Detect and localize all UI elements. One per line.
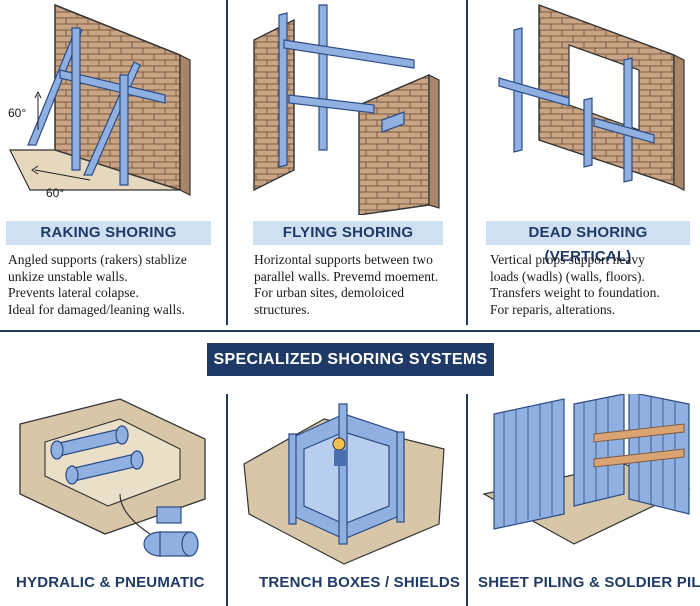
description-line: parallel walls. Prevemd moement. [254, 268, 439, 284]
description-line: loads (wadls) (walls, floors). [490, 268, 645, 284]
angle-label-bottom: 60° [46, 186, 65, 200]
description-line: Horizontal supports between two [254, 252, 433, 267]
divider-bottom-1 [226, 394, 228, 606]
angle-label-top: 60° [8, 106, 27, 120]
description-line: For urban sites, demoloiced [254, 285, 404, 300]
raking-shoring-description: Angled supports (rakers) stablize unkize… [8, 252, 187, 318]
flying-shoring-illustration [253, 4, 440, 215]
hydraulic-pneumatic-illustration [19, 398, 206, 557]
dead-shoring-illustration [498, 3, 685, 191]
description-line: structures. [254, 301, 310, 317]
description-line: unkize unstable walls. [8, 268, 128, 284]
raking-shoring-title: RAKING SHORING [6, 221, 211, 245]
description-line: Transfers weight to foundation. [490, 285, 660, 300]
dead-shoring-description: Vertical props support heavy loads (wadl… [490, 252, 660, 318]
specialized-systems-banner: SPECIALIZED SHORING SYSTEMS [207, 343, 494, 376]
sheet-piling-title: SHEET PILING & SOLDIER PILES [478, 574, 700, 591]
trench-boxes-title: TRENCH BOXES / SHIELDS [259, 574, 461, 591]
trench-box-illustration [243, 403, 445, 565]
raking-shoring-illustration [9, 3, 191, 196]
flying-shoring-description: Horizontal supports between two parallel… [254, 252, 438, 318]
description-line: Ideal for damaged/leaning walls. [8, 301, 185, 317]
dead-shoring-title: DEAD SHORING (VERTICAL) [486, 221, 690, 265]
hydraulic-pneumatic-title: HYDRALIC & PNEUMATIC [16, 574, 205, 591]
divider-bottom-2 [466, 394, 468, 606]
flying-shoring-title: FLYING SHORING [253, 221, 443, 245]
description-line: Prevents lateral colapse. [8, 285, 139, 300]
divider-top-2 [466, 0, 468, 325]
description-line: Vertical props support heavy [490, 252, 645, 267]
divider-middle [0, 330, 700, 332]
sheet-piling-illustration [482, 394, 691, 545]
divider-top-1 [226, 0, 228, 325]
description-line: For reparis, alterations. [490, 301, 616, 317]
description-line: Angled supports (rakers) stablize [8, 252, 187, 267]
